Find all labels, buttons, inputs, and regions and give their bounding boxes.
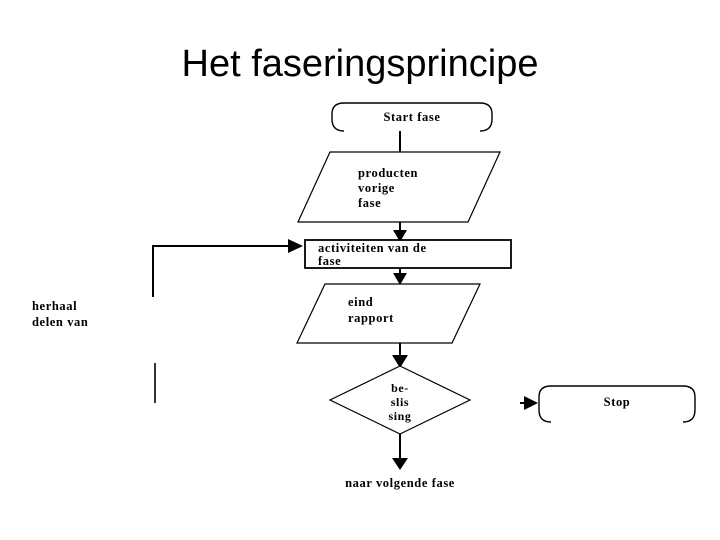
beslissing-label-line2: slis bbox=[391, 395, 409, 409]
annotation-herhaal-delen-van: herhaal delen van bbox=[32, 299, 88, 329]
edge-products-to-activities bbox=[393, 222, 407, 242]
activiteiten-label-line1: activiteiten van de bbox=[318, 241, 427, 255]
eind-rapport-shape bbox=[296, 283, 481, 344]
edge-activities-to-report bbox=[393, 268, 407, 285]
activiteiten-shape bbox=[304, 239, 512, 269]
node-stop[interactable]: Stop bbox=[538, 385, 696, 423]
producten-vorige-fase-label-line3: fase bbox=[358, 196, 381, 210]
node-activiteiten-van-de-fase[interactable]: activiteiten van de fase bbox=[304, 239, 512, 269]
producten-vorige-fase-shape bbox=[297, 151, 501, 223]
herhaal-delen-van-line2: delen van bbox=[32, 315, 88, 329]
stop-shape bbox=[538, 385, 696, 423]
node-producten-vorige-fase[interactable]: producten vorige fase bbox=[297, 151, 501, 223]
naar-volgende-fase-label: naar volgende fase bbox=[345, 476, 455, 490]
start-fase-label: Start fase bbox=[383, 110, 440, 124]
edge-decision-to-next-phase bbox=[392, 434, 408, 470]
page-title: Het faseringsprincipe bbox=[181, 43, 539, 85]
edge-decision-to-stop bbox=[520, 396, 538, 410]
herhaal-delen-van-line1: herhaal bbox=[32, 299, 77, 313]
edge-feedback-loop-to-activities bbox=[152, 239, 303, 403]
beslissing-label-line1: be- bbox=[391, 381, 409, 395]
start-fase-shape bbox=[331, 102, 493, 132]
eind-rapport-label-line2: rapport bbox=[348, 311, 394, 325]
producten-vorige-fase-label-line1: producten bbox=[358, 166, 418, 180]
eind-rapport-label-line1: eind bbox=[348, 295, 373, 309]
feedback-loop-upper-segment bbox=[152, 245, 292, 297]
activiteiten-label-line2: fase bbox=[318, 254, 341, 268]
producten-vorige-fase-label-line2: vorige bbox=[358, 181, 395, 195]
beslissing-label-line3: sing bbox=[388, 409, 411, 423]
edge-report-to-decision bbox=[392, 343, 408, 368]
node-start-fase[interactable]: Start fase bbox=[331, 102, 493, 132]
node-beslissing[interactable]: be- slis sing bbox=[328, 365, 472, 435]
stop-label: Stop bbox=[604, 395, 631, 409]
node-eind-rapport[interactable]: eind rapport bbox=[296, 283, 481, 344]
